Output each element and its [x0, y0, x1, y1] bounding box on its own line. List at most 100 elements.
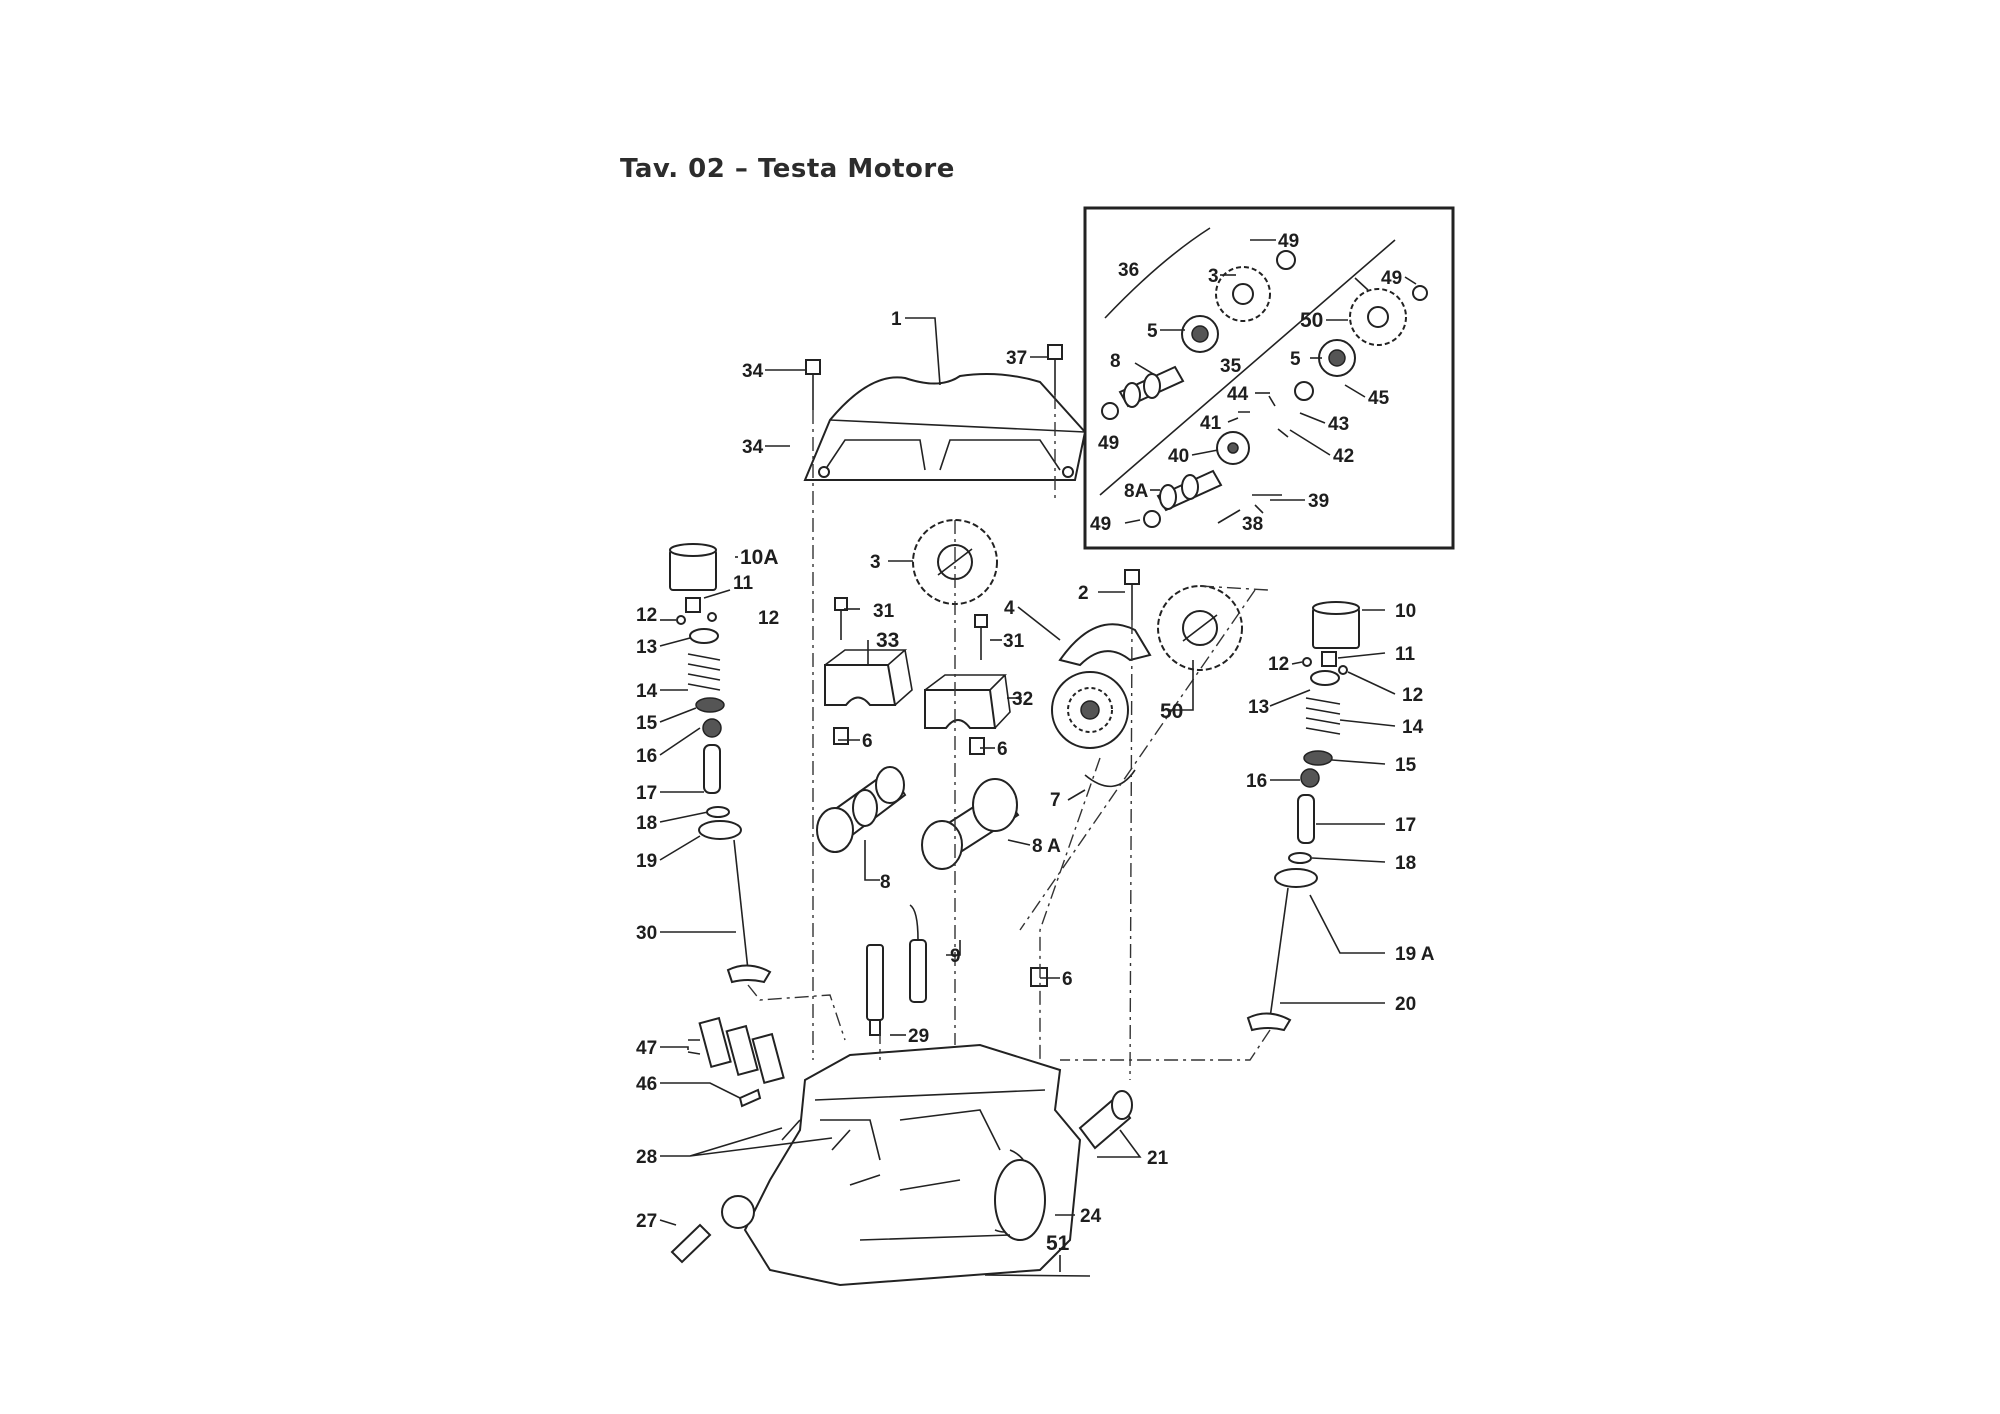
inset-camshaft [1118, 365, 1185, 408]
collet-12a [676, 615, 686, 625]
cam-bearing-cap-33 [824, 649, 913, 706]
callout-18-right: 18 [1395, 853, 1416, 874]
sensor-27 [670, 1223, 712, 1264]
spring-seat-15a [695, 697, 725, 713]
cam-sprocket-lower [1157, 585, 1243, 671]
cap-bolt-2 [1124, 569, 1140, 620]
callout-13-right: 13 [1248, 697, 1269, 718]
callout-12-left-b: 12 [758, 608, 779, 629]
fitting-21 [1078, 1090, 1133, 1150]
collet-12d [1338, 665, 1348, 675]
shim-11a [685, 597, 701, 613]
circlip-18b [1288, 852, 1312, 864]
retainer-13b [1310, 670, 1340, 686]
cover-bolt-right [1047, 344, 1063, 395]
callout-34-top: 34 [742, 361, 764, 382]
valve-seat-19 [698, 820, 742, 840]
callout-12-right-a: 12 [1268, 654, 1289, 675]
callout-40: 40 [1168, 446, 1189, 467]
valve-cover [803, 373, 1087, 481]
callout-7: 7 [1050, 790, 1061, 811]
dowel-6a [833, 727, 849, 745]
callout-8: 8 [880, 872, 891, 893]
callout-32: 32 [1012, 689, 1033, 710]
valve-seat-19A [1274, 868, 1318, 888]
callout-31-left: 31 [873, 601, 895, 622]
callout-41: 41 [1200, 413, 1222, 434]
callout-14-left: 14 [636, 681, 658, 702]
callout-46: 46 [636, 1074, 657, 1095]
inset-cap-top [1276, 250, 1296, 270]
inset-bearing-right [1318, 339, 1356, 377]
inset-decompressor-plate [1216, 431, 1250, 465]
callout-50-main: 50 [1160, 700, 1183, 723]
collet-12b [707, 612, 717, 622]
circlip-18a [706, 806, 730, 818]
callout-5-inset-left: 5 [1147, 321, 1158, 342]
callout-17-left: 17 [636, 783, 657, 804]
insert-46 [738, 1088, 762, 1108]
cap-bolt-31a [834, 597, 848, 640]
callout-51: 51 [1046, 1232, 1070, 1255]
cover-bolt-left [805, 359, 821, 410]
stud-51 [984, 1274, 1091, 1277]
callout-15-right: 15 [1395, 755, 1417, 776]
bucket-tappet-10 [1312, 601, 1360, 649]
cam-sprocket-upper [912, 519, 998, 605]
callout-49-inset-bottom: 49 [1090, 514, 1111, 535]
callout-19A: 19 A [1395, 944, 1435, 965]
stem-seal-16b [1300, 768, 1320, 788]
callout-5-inset-right: 5 [1290, 349, 1301, 370]
spark-plug-29 [866, 944, 884, 1036]
cap-bolt-31b [974, 614, 988, 660]
camshaft-8A [921, 778, 1020, 870]
callout-10A: 10A [740, 546, 779, 569]
callout-34-bottom: 34 [742, 437, 764, 458]
shim-11b [1321, 651, 1337, 667]
stem-seal-16a [702, 718, 722, 738]
inset-cap-right [1412, 285, 1428, 301]
cam-bearing-cap-32 [924, 674, 1011, 729]
callout-36: 36 [1118, 260, 1139, 281]
callout-27: 27 [636, 1211, 657, 1232]
callout-47: 47 [636, 1038, 657, 1059]
callout-12-right-b: 12 [1402, 685, 1423, 706]
callout-13-left: 13 [636, 637, 657, 658]
inserts-47 [698, 1016, 785, 1085]
callout-9: 9 [950, 946, 961, 967]
dowel-pins-28 [781, 1119, 851, 1151]
plug-cap-9 [909, 904, 927, 1003]
callout-10: 10 [1395, 601, 1416, 622]
callout-11-right: 11 [1395, 644, 1416, 665]
callout-30: 30 [636, 923, 657, 944]
cylinder-head-24 [721, 1043, 1082, 1287]
cam-roller-bearing [1051, 671, 1129, 749]
assembly-centerlines [747, 395, 1271, 1081]
callout-44: 44 [1227, 384, 1249, 405]
inset-sprocket-right [1349, 288, 1407, 346]
valve-spring-14b [1305, 697, 1341, 735]
callout-29: 29 [908, 1026, 929, 1047]
callout-43: 43 [1328, 414, 1349, 435]
inset-camshaft-decompressor [1156, 469, 1223, 512]
callout-39: 39 [1308, 491, 1329, 512]
dowel-6b [969, 737, 985, 755]
valve-guide-17a [703, 744, 721, 794]
callout-leaders [659, 239, 1417, 1272]
bucket-tappet-10A [669, 543, 717, 591]
callout-49-inset-left: 49 [1098, 433, 1119, 454]
callout-11-left: 11 [733, 573, 754, 594]
callout-15-left: 15 [636, 713, 658, 734]
callout-6-lower: 6 [1062, 969, 1073, 990]
collet-12c [1302, 657, 1312, 667]
callout-37: 37 [1006, 348, 1027, 369]
dowel-6c [1030, 967, 1048, 987]
valve-20 [1246, 887, 1292, 1032]
spring-seat-15b [1303, 750, 1333, 766]
callout-3-inset: 3 [1208, 266, 1219, 287]
inset-cap-bottom [1143, 510, 1161, 528]
camshaft-8 [816, 766, 907, 853]
callout-42: 42 [1333, 446, 1354, 467]
callout-6-mid: 6 [997, 739, 1008, 760]
retainer-13a [689, 628, 719, 644]
